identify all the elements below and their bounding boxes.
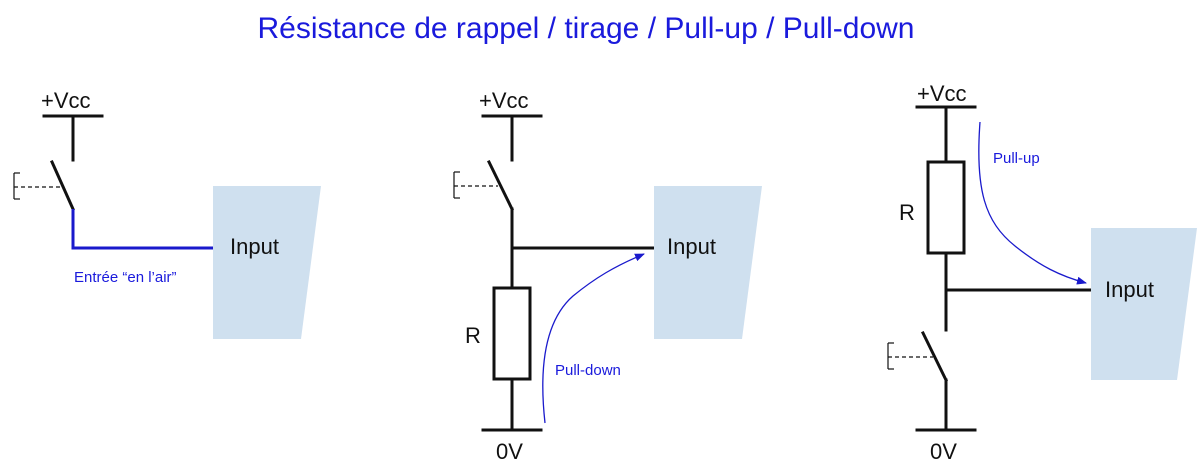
floating-wire <box>71 209 214 250</box>
floating-note: Entrée “en l’air” <box>74 269 177 286</box>
supply-label: +Vcc <box>479 88 529 113</box>
supply-label: +Vcc <box>917 81 967 106</box>
ground-label: 0V <box>496 439 523 464</box>
input-block <box>213 186 321 339</box>
input-block <box>1091 228 1197 380</box>
circuit-floating-input: +Vcc Input Entrée “en l’air” <box>13 88 321 339</box>
input-label: Input <box>667 234 716 259</box>
circuit-pull-up: +Vcc R 0V Input Pull-up <box>887 81 1197 464</box>
switch <box>13 160 75 211</box>
input-label: Input <box>230 234 279 259</box>
ground-label: 0V <box>930 439 957 464</box>
input-block <box>654 186 762 339</box>
switch <box>887 330 949 383</box>
pull-down-current-arrow <box>542 253 645 424</box>
resistor-label: R <box>899 200 915 225</box>
resistor <box>926 160 966 255</box>
diagram-title: Résistance de rappel / tirage / Pull-up … <box>257 12 914 45</box>
pull-up-note: Pull-up <box>993 150 1040 167</box>
resistor-label: R <box>465 323 481 348</box>
resistor <box>492 286 532 381</box>
pull-up-current-arrow <box>978 121 1087 285</box>
input-label: Input <box>1105 277 1154 302</box>
switch <box>453 159 515 212</box>
circuit-pull-down: +Vcc R 0V Input Pull-down <box>453 88 762 464</box>
supply-label: +Vcc <box>41 88 91 113</box>
pull-down-note: Pull-down <box>555 362 621 379</box>
